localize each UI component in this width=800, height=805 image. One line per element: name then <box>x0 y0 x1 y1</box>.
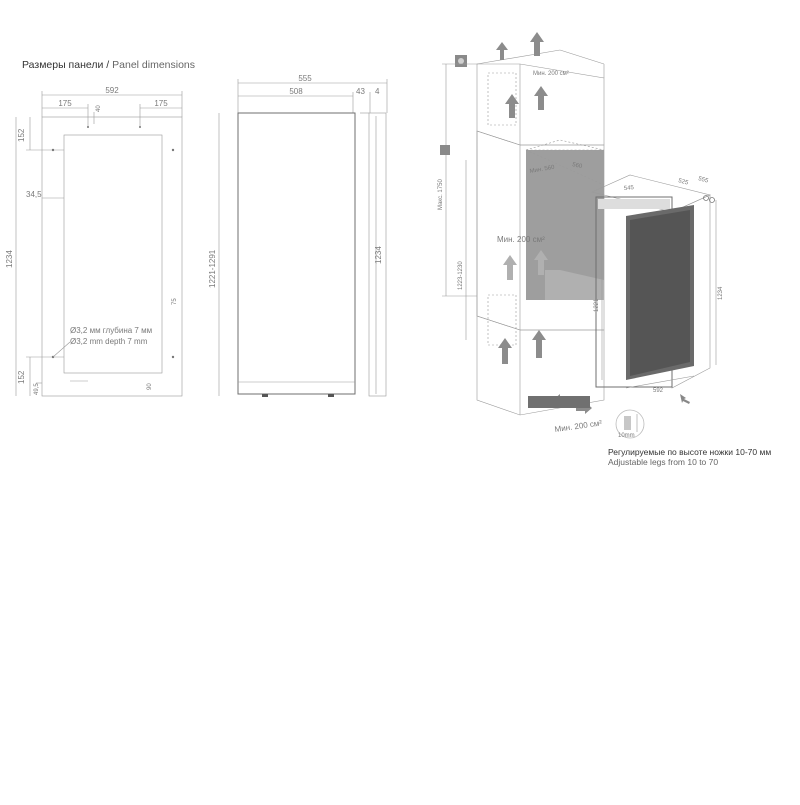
vent-top-label: Мин. 200 см² <box>533 71 569 77</box>
panel-right-offset-label: 175 <box>154 99 168 108</box>
niche-depth-label: Мин. 560 <box>529 165 555 175</box>
max-icon <box>440 145 450 155</box>
panel-width-label: 592 <box>105 86 119 95</box>
panel-height-label: 1234 <box>5 250 14 268</box>
panel-bottom-label: 49,5 <box>34 383 40 395</box>
panel-center-label: 40 <box>96 105 102 112</box>
mount-hole-icon <box>171 355 175 359</box>
installation-view: Мин. 200 см² Мин. 200 см² <box>438 32 771 467</box>
appliance-body-side <box>237 112 356 395</box>
leg-note-label: 10mm <box>618 433 635 439</box>
leg-detail-icon <box>615 409 645 439</box>
base-width-label: 592 <box>653 388 664 394</box>
panel-left-offset-label: 175 <box>58 99 72 108</box>
unit-body-height-label: 1221 <box>594 298 600 312</box>
side-height-label: 1234 <box>374 246 383 264</box>
hole-spec-ru: Ø3,2 мм глубина 7 мм <box>70 326 152 335</box>
unit-depth2-label: 525 <box>677 178 689 187</box>
niche-range-label: 1223-1230 <box>458 261 464 290</box>
plinth-vent <box>528 396 590 408</box>
legs-caption-ru: Регулируемые по высоте ножки 10-70 мм <box>608 447 771 457</box>
unit-depth-label: 555 <box>697 176 709 185</box>
niche-width-label: 560 <box>572 162 584 170</box>
mount-hole-icon <box>171 148 175 152</box>
hole-spec-en: Ø3,2 mm depth 7 mm <box>70 337 148 346</box>
vent-middle-label: Мин. 200 см² <box>497 235 545 244</box>
niche-shade <box>526 150 604 300</box>
panel-front-view: 592 175 175 40 152 34,5 1234 152 49,5 75… <box>5 86 183 397</box>
panel-small-bottom-label: 90 <box>147 383 153 390</box>
max-height-label: Макс. 1750 <box>438 179 444 210</box>
panel-bottom-top-label: 152 <box>17 370 26 384</box>
unit-height-label: 1234 <box>718 286 724 300</box>
panel-window <box>63 134 163 374</box>
mount-hole-icon <box>139 126 141 128</box>
side-total-depth-label: 555 <box>298 74 312 83</box>
vent-bottom-label: Мин. 200 см² <box>554 418 603 434</box>
vent-arrows-top <box>496 32 548 118</box>
panel-side-view: 555 508 43 4 1221-1291 1234 <box>208 74 388 397</box>
door-panel-side <box>368 112 387 397</box>
mount-hole-icon <box>87 126 89 128</box>
side-gap-label: 4 <box>375 87 380 96</box>
side-niche-height-label: 1221-1291 <box>208 249 217 288</box>
side-door-depth-label: 43 <box>356 87 365 96</box>
panel-outline <box>41 116 183 397</box>
mount-hole-icon <box>51 148 55 152</box>
panel-title: Размеры панели / Panel dimensions <box>22 59 195 71</box>
unit-width-label: 545 <box>624 185 635 192</box>
panel-small-right-label: 75 <box>172 298 178 305</box>
panel-top-label: 152 <box>17 128 26 142</box>
legs-caption-en: Adjustable legs from 10 to 70 <box>608 457 718 467</box>
vent-arrow-middle <box>503 250 548 280</box>
appliance: 545 555 525 1221 1234 592 <box>591 174 724 404</box>
panel-side-label: 34,5 <box>26 190 42 199</box>
side-body-depth-label: 508 <box>289 87 303 96</box>
